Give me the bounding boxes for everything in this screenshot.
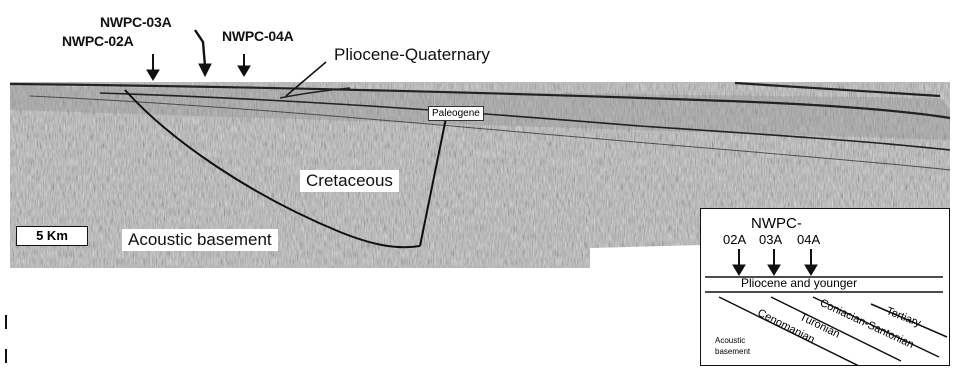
scale-bar: 5 Km xyxy=(16,226,88,246)
well-label-02a: NWPC-02A xyxy=(62,33,134,49)
margin-mark xyxy=(5,349,7,363)
unit-label-cretaceous: Cretaceous xyxy=(300,170,399,192)
unit-label-acoustic-basement: Acoustic basement xyxy=(122,229,278,251)
stratigraphy-inset: NWPC- 02A 03A 04A Pliocene and younger T… xyxy=(700,208,950,366)
unit-label-pliocene-quaternary: Pliocene-Quaternary xyxy=(334,45,490,65)
inset-well-02a: 02A xyxy=(723,232,746,247)
inset-label-pliocene-and-younger: Pliocene and younger xyxy=(741,276,857,290)
unit-label-paleogene: Paleogene xyxy=(428,106,484,121)
margin-mark xyxy=(5,315,7,329)
well-label-03a: NWPC-03A xyxy=(100,14,172,30)
inset-well-04a: 04A xyxy=(797,232,820,247)
well-label-04a: NWPC-04A xyxy=(222,28,294,44)
inset-label-acoustic-basement: Acoustic basement xyxy=(715,335,759,357)
inset-title: NWPC- xyxy=(751,215,802,232)
inset-well-03a: 03A xyxy=(759,232,782,247)
